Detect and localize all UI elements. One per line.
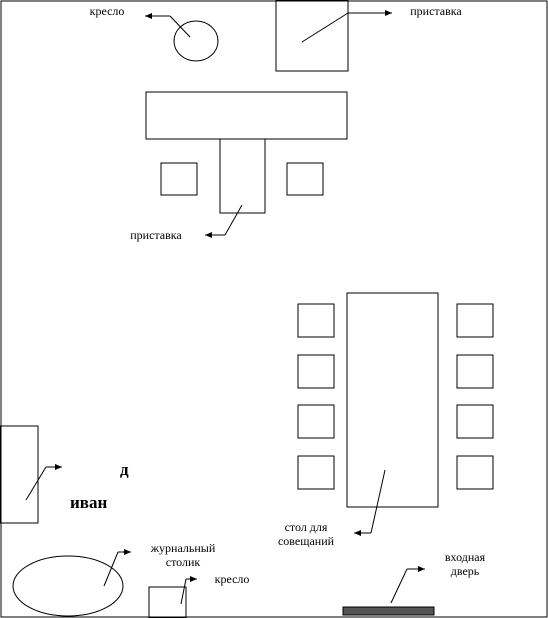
desk-extension: [219, 138, 266, 214]
desk-chair-right: [286, 162, 324, 196]
label-sofa-ivan: иван: [70, 493, 108, 512]
label-entrance-line2: дверь: [450, 564, 480, 578]
entrance-door: [342, 606, 435, 616]
desk: [145, 91, 348, 140]
label-side-table-top: приставка: [398, 4, 474, 18]
label-armchair-bottom: кресло: [205, 572, 259, 586]
meeting-table-pointer: [370, 469, 386, 534]
meeting-table: [346, 292, 439, 508]
meeting-chair: [456, 404, 494, 439]
side-table-top-pointer: [301, 12, 349, 43]
armchair-top: [173, 20, 219, 62]
meeting-chair: [297, 455, 335, 490]
armchair-top-pointer: [169, 15, 191, 38]
meeting-chair: [297, 404, 335, 439]
label-coffee-table-line1: журнальный: [150, 541, 216, 555]
desk-chair-left: [160, 162, 198, 196]
armchair-bottom-pointer: [180, 578, 187, 605]
armchair-bottom: [148, 586, 187, 618]
label-armchair-top: кресло: [80, 4, 134, 18]
label-meeting-table-line1: стол для: [284, 520, 328, 534]
side-table-desk-pointer: [224, 204, 243, 236]
label-entrance: входная дверь: [432, 550, 498, 578]
coffee-table-pointer: [103, 551, 119, 587]
label-meeting-table-line2: совещаний: [277, 534, 335, 548]
label-side-table-desk: приставка: [118, 228, 194, 242]
label-coffee-table: журнальный столик: [140, 541, 226, 569]
coffee-table: [12, 555, 124, 617]
meeting-chair: [456, 354, 494, 389]
sofa: [0, 425, 39, 524]
meeting-chair: [297, 354, 335, 389]
meeting-chair: [456, 303, 494, 338]
meeting-chair: [297, 303, 335, 338]
meeting-chair: [456, 455, 494, 490]
side-table-top: [275, 0, 349, 72]
label-entrance-line1: входная: [444, 550, 486, 564]
sofa-pointer: [25, 466, 47, 501]
entrance-pointer: [390, 568, 408, 604]
label-coffee-table-line2: столик: [165, 555, 201, 569]
label-sofa-d: д: [120, 460, 129, 479]
label-meeting-table: стол для совещаний: [268, 520, 344, 548]
